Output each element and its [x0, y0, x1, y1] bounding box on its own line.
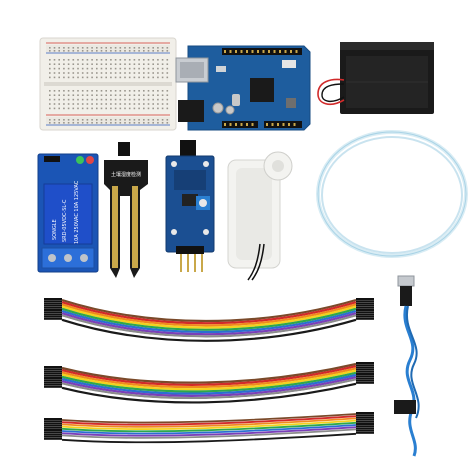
relay-model-label: SRD-05VDC-SL-C [62, 199, 68, 242]
relay-rating-label: 10A 250VAC 10A 125VAC [74, 180, 80, 244]
soil-moisture-probe: 土壤湿度检测 [104, 142, 148, 278]
jumper-wires-2 [44, 362, 374, 404]
jumper-wires-1 [44, 298, 374, 342]
relay-module: SONGLE SRD-05VDC-SL-C 10A 250VAC 10A 125… [37, 153, 99, 273]
soil-probe-label: 土壤湿度检测 [111, 171, 141, 178]
sensor-module [165, 140, 215, 272]
battery-box [317, 42, 434, 114]
water-pump [227, 151, 293, 281]
silicone-tube [316, 130, 468, 258]
relay-brand-label: SONGLE [52, 219, 58, 240]
uno-board [175, 45, 311, 131]
jumper-wires-3 [44, 412, 374, 444]
usb-cable [394, 275, 420, 457]
breadboard [39, 37, 177, 131]
